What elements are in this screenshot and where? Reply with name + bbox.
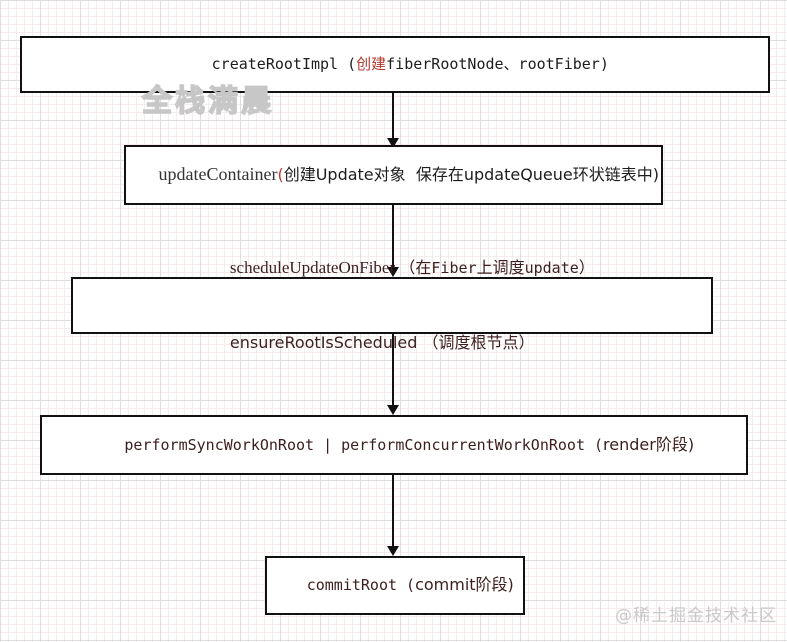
flow-node-label: commitRoot (commit阶段) [276, 548, 514, 622]
code-text: ） [578, 258, 595, 278]
brand-watermark: 全栈满晨 [141, 83, 274, 120]
flow-node-label: scheduleUpdateOnFiber （在Fiber上调度update） … [189, 230, 595, 380]
flow-node-commitRoot: commitRoot (commit阶段) [265, 556, 525, 615]
flow-node-createRootImpl: createRootImpl (创建fiberRootNode、rootFibe… [20, 36, 770, 93]
code-text: performSyncWorkOnRoot | performConcurren… [124, 435, 604, 454]
code-text: ensureRootIsScheduled （调度根节点） [229, 333, 535, 353]
code-text: render阶段) [603, 434, 695, 454]
arrow-shaft [392, 334, 394, 408]
code-text: fiberRootNode、rootFiber) [386, 55, 609, 74]
flow-node-label: updateContainer(创建Update对象 保存在updateQueu… [128, 136, 659, 213]
arrow-shaft [392, 93, 394, 141]
flow-node-line-2: ensureRootIsScheduled （调度根节点） [189, 306, 595, 380]
community-watermark: @稀土掘金技术社区 [615, 606, 777, 626]
code-text: 创建Update对象 保存在updateQueue环状链表中) [283, 165, 660, 185]
flow-node-label: createRootImpl (创建fiberRootNode、rootFibe… [181, 27, 609, 101]
code-text: commit阶段) [415, 575, 514, 595]
code-text: scheduleUpdateOnFiber [229, 258, 400, 278]
code-text: Fiber [431, 259, 477, 278]
flow-arrow [387, 93, 399, 148]
code-text: update [524, 259, 579, 278]
code-text: （在 [399, 258, 432, 278]
arrow-head-icon [387, 267, 399, 277]
arrow-head-icon [387, 546, 399, 556]
arrow-shaft [392, 205, 394, 270]
code-text: updateContainer [158, 164, 278, 185]
flow-node-performWorkOnRoot: performSyncWorkOnRoot | performConcurren… [40, 415, 748, 475]
flow-arrow [387, 475, 399, 556]
flow-node-updateContainer: updateContainer(创建Update对象 保存在updateQueu… [124, 145, 663, 205]
arrow-shaft [392, 475, 394, 549]
code-text-highlight: 创建 [356, 55, 387, 74]
flow-node-label: performSyncWorkOnRoot | performConcurren… [94, 408, 694, 482]
flow-arrow [387, 205, 399, 277]
flow-node-scheduleUpdateOnFiber: scheduleUpdateOnFiber （在Fiber上调度update） … [71, 258, 713, 352]
flow-arrow [387, 334, 399, 415]
code-text: commitRoot ( [306, 576, 416, 595]
code-text: 上调度 [476, 258, 525, 278]
arrow-head-icon [387, 138, 399, 148]
arrow-head-icon [387, 405, 399, 415]
code-text: createRootImpl ( [211, 55, 357, 74]
flow-node-line-1: scheduleUpdateOnFiber （在Fiber上调度update） [189, 230, 595, 306]
code-text-highlight: ( [277, 165, 284, 185]
